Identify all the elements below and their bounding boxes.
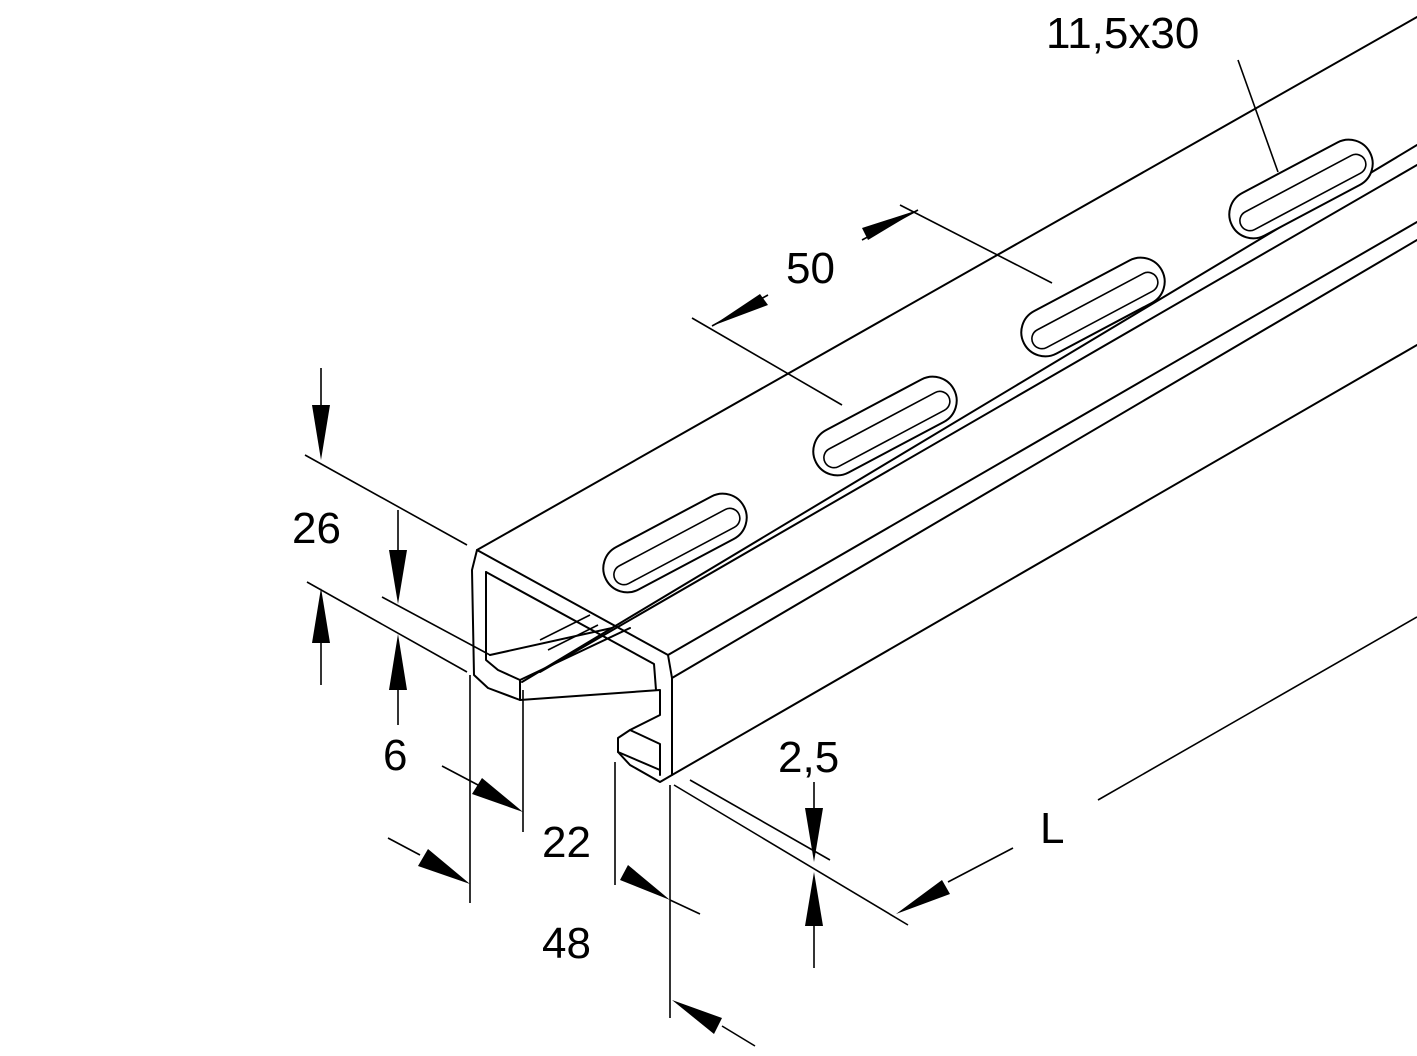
slot-pitch-label: 50: [786, 244, 835, 293]
dimension-lines: [304, 59, 1417, 1047]
channel-body: [471, 16, 1417, 783]
width-label: 48: [542, 919, 591, 968]
slot: [1020, 256, 1166, 358]
slot: [1228, 138, 1374, 240]
lip-depth-label: 6: [383, 731, 407, 780]
slot: [812, 375, 958, 477]
slot-size-label: 11,5x30: [1046, 9, 1199, 58]
length-label: L: [1040, 804, 1064, 853]
dimension-labels: 11,5x30 50 26 6 22 48 2,5 L: [292, 9, 1199, 968]
slot-row: [602, 138, 1374, 594]
height-label: 26: [292, 504, 341, 553]
slot: [602, 492, 748, 594]
slot-opening-label: 22: [542, 818, 591, 867]
thickness-label: 2,5: [778, 733, 839, 782]
